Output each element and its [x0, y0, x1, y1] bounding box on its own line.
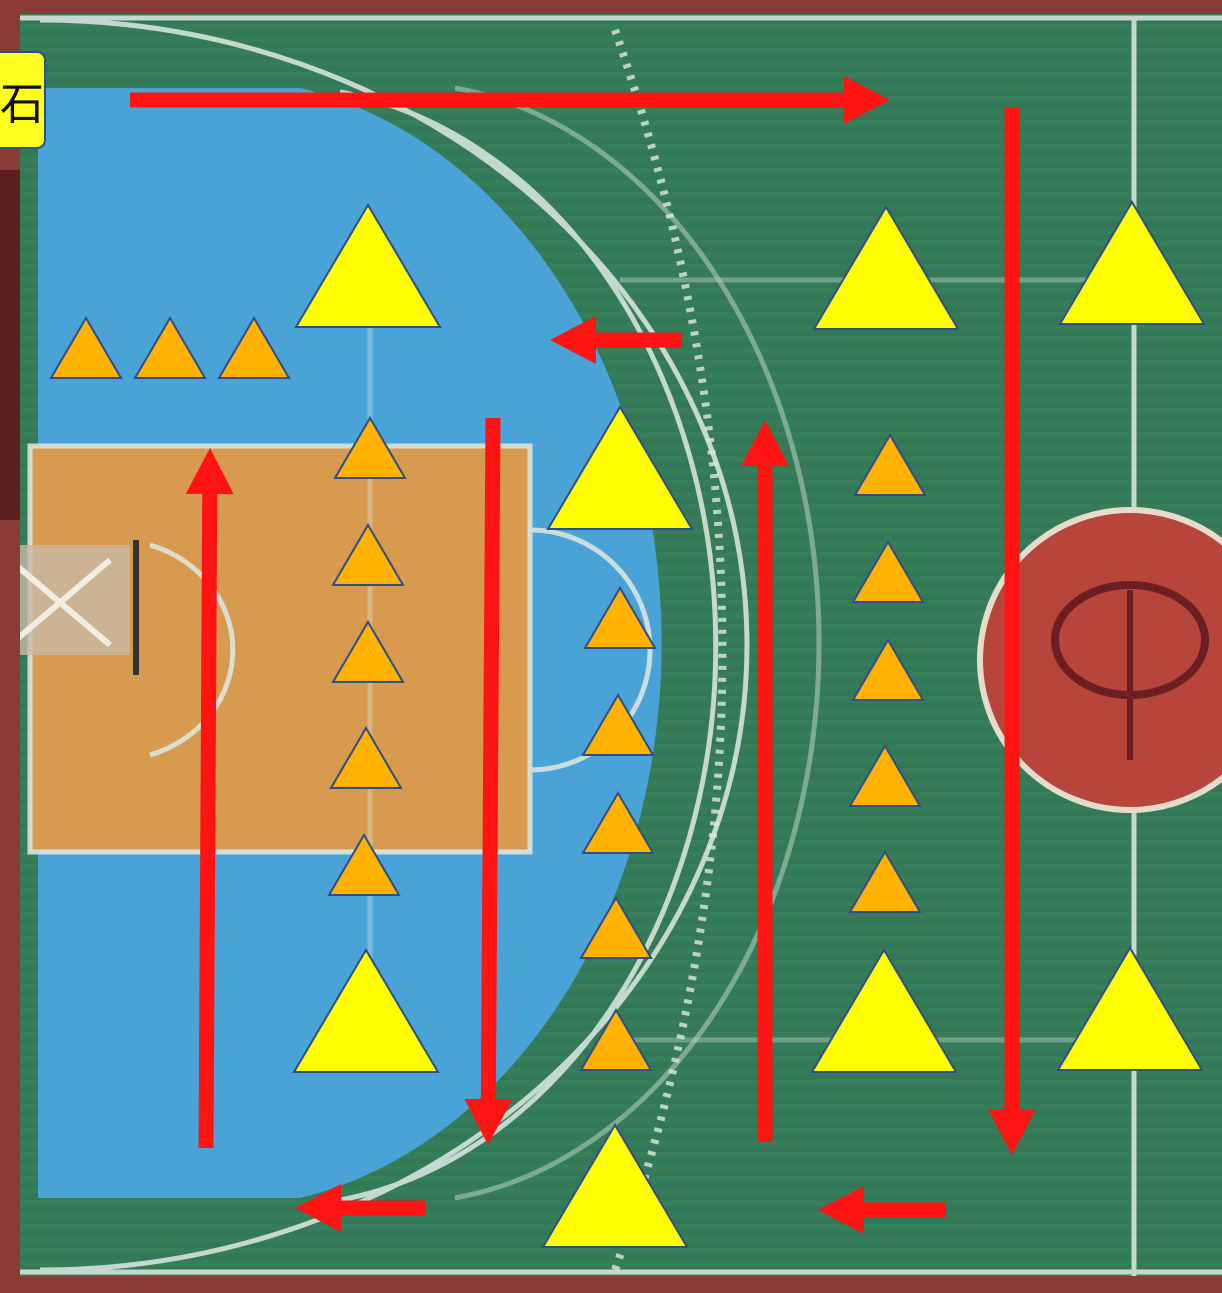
start-label: 石	[0, 51, 46, 149]
route-arrow-shaft	[206, 494, 210, 1148]
route-arrow-shaft	[488, 418, 493, 1099]
